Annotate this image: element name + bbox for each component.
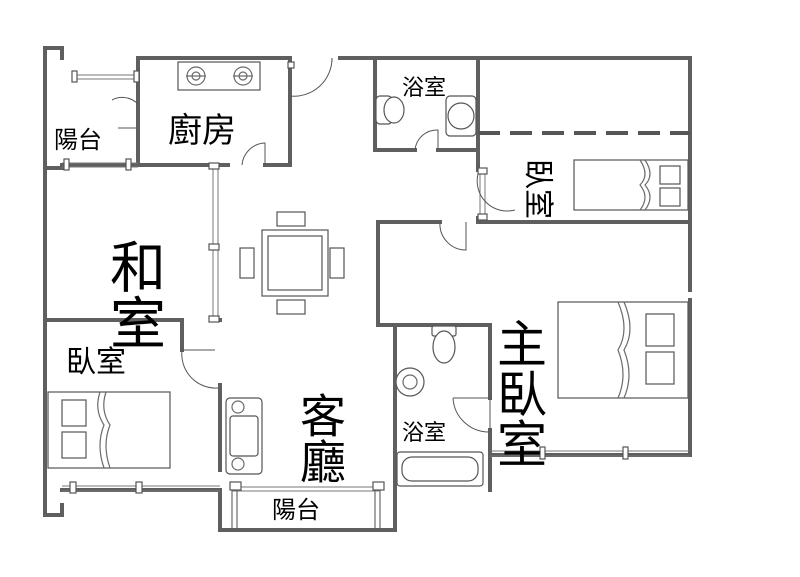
windows	[62, 61, 690, 528]
bed-right	[573, 159, 689, 211]
room-label-balcony-top: 陽台	[54, 126, 102, 154]
room-label-bedroom-left: 臥室	[66, 345, 126, 380]
dining-table	[239, 211, 345, 315]
room-label-master-bedroom: 主臥室	[489, 318, 547, 468]
room-label-balcony-bottom: 陽台	[272, 496, 320, 524]
room-label-living-room: 客廳	[293, 392, 347, 484]
bed-left	[47, 391, 171, 469]
bathroom-top-fixtures	[375, 95, 477, 137]
walls	[43, 46, 692, 532]
room-label-bath-top: 浴室	[402, 76, 446, 101]
room-label-japanese-room: 和室	[101, 238, 166, 350]
doors	[111, 57, 516, 433]
room-label-bath-bottom: 浴室	[402, 421, 446, 446]
bed-master	[557, 301, 689, 399]
room-label-kitchen: 廚房	[168, 111, 236, 151]
room-label-bedroom-right: 臥室	[520, 159, 555, 219]
sofa	[225, 397, 263, 475]
bathroom-bottom-fixtures	[395, 325, 484, 487]
stove	[177, 61, 261, 91]
